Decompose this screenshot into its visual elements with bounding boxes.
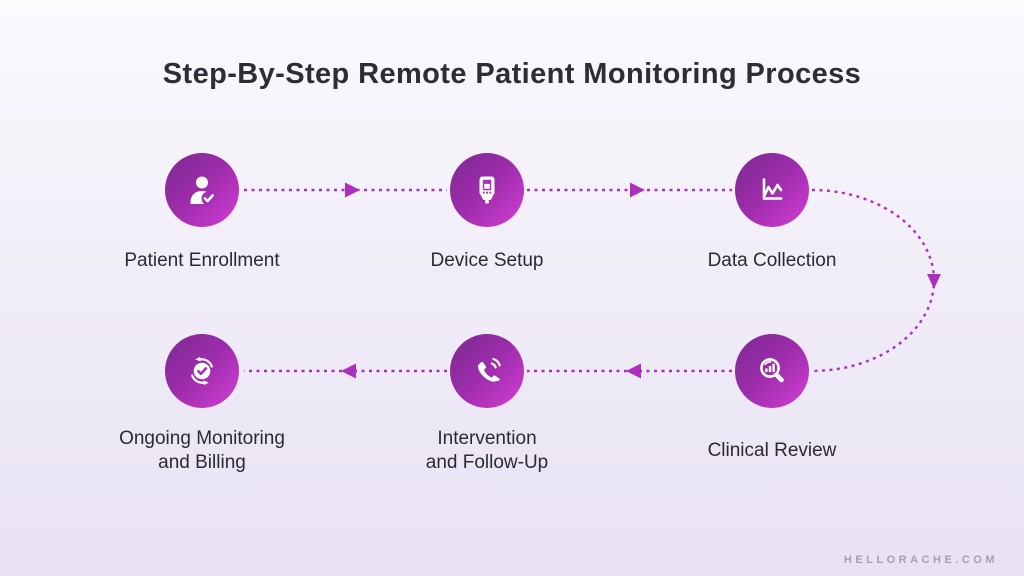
step-label: Device Setup — [430, 250, 544, 271]
step-label: Clinical Review — [707, 440, 837, 461]
cycle-check-icon — [191, 356, 213, 386]
magnifier-bar-chart-icon — [760, 358, 784, 383]
step-patient-enrollment: Patient Enrollment — [82, 153, 322, 273]
step-clinical-review: Clinical Review — [652, 334, 892, 475]
arrow-down-icon — [927, 274, 941, 289]
arrow-right-icon — [345, 182, 360, 198]
step-circle — [735, 334, 809, 408]
step-label: Data Collection — [707, 250, 837, 271]
phone-call-icon — [477, 357, 501, 382]
page-title: Step-By-Step Remote Patient Monitoring P… — [162, 58, 862, 90]
step-circle — [165, 334, 239, 408]
line-chart-icon — [762, 178, 783, 200]
person-check-icon — [190, 176, 216, 206]
arrow-right-icon — [630, 182, 645, 198]
step-label: Patient Enrollment — [124, 250, 280, 271]
step-circle — [450, 153, 524, 227]
step-device-setup: Device Setup — [367, 153, 607, 273]
step-circle — [735, 153, 809, 227]
step-circle — [450, 334, 524, 408]
step-circle — [165, 153, 239, 227]
arrow-left-icon — [626, 363, 641, 379]
watermark: HELLORACHE.COM — [843, 554, 998, 566]
medical-device-icon — [479, 176, 495, 204]
arrow-left-icon — [341, 363, 356, 379]
step-data-collection: Data Collection — [652, 153, 892, 273]
